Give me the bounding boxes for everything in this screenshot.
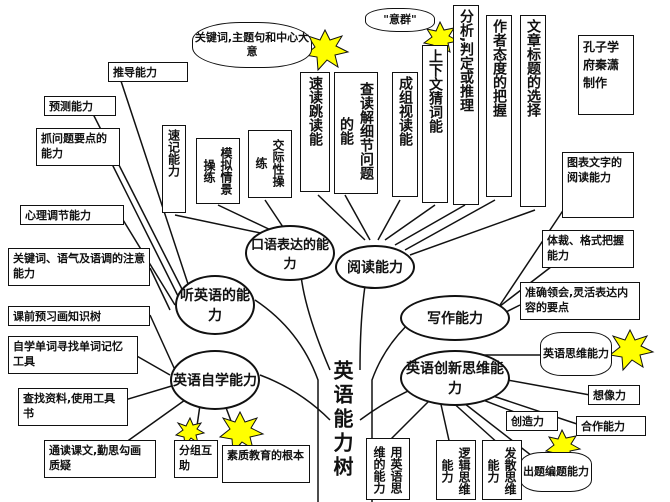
reading-branch-6: 作者态度的把握 bbox=[486, 15, 512, 197]
innovation-branch-5: 出题编题能力 bbox=[520, 452, 592, 492]
selfstudy-branch-2: 自学单词寻找单词记忆工具 bbox=[8, 336, 138, 374]
selfstudy-branch-5: 分组互助 bbox=[174, 440, 218, 478]
center-title: 英语能力树 bbox=[330, 360, 354, 480]
writing-branch-2: 图表文字的阅读能力 bbox=[562, 152, 634, 218]
selfstudy-branch-4: 通读课文,勤思勾画质疑 bbox=[44, 440, 156, 478]
cloud-yiqun: "意群" bbox=[365, 8, 435, 32]
innovation-branch-4: 创造力 bbox=[506, 411, 558, 431]
oval-speaking: 口语表达的能力 bbox=[245, 225, 335, 281]
oval-reading: 阅读能力 bbox=[335, 245, 415, 289]
reading-branch-4: 上下文猜词能 bbox=[422, 45, 448, 203]
oval-innovation: 英语创新思维能力 bbox=[400, 350, 510, 406]
writing-branch-3: 体裁、格式把握能力 bbox=[542, 230, 634, 268]
innovation-branch-8: 用英语思维的能力 bbox=[366, 438, 410, 500]
cloud-keywords: 关键词,主题句和中心大意 bbox=[192, 22, 312, 68]
selfstudy-branch-3: 查找资料,使用工具书 bbox=[18, 388, 128, 426]
oval-selfstudy: 英语自学能力 bbox=[170, 350, 260, 410]
selfstudy-branch-1: 课前预习画知识树 bbox=[8, 306, 150, 326]
innovation-branch-7: 逻辑思维能力 bbox=[436, 440, 476, 500]
reading-branch-7: 文章标题的选择 bbox=[520, 15, 546, 207]
selfstudy-branch-6: 素质教育的根本 bbox=[222, 445, 310, 483]
listening-branch-4: 心理调节能力 bbox=[20, 205, 124, 225]
reading-branch-1: 速读跳读能 bbox=[300, 72, 330, 192]
speaking-branch-3: 交际性操练 bbox=[248, 130, 292, 198]
oval-listening: 听英语的能力 bbox=[175, 275, 255, 335]
listening-branch-1: 推导能力 bbox=[108, 62, 188, 82]
oval-writing: 写作能力 bbox=[400, 295, 510, 341]
listening-branch-2: 预测能力 bbox=[44, 96, 116, 116]
innovation-branch-1: 英语思维能力 bbox=[540, 332, 612, 376]
speaking-branch-2: 模拟情景操练 bbox=[196, 138, 240, 204]
writing-branch-1: 孔子学府秦潇制作 bbox=[578, 35, 634, 115]
reading-branch-2: 查读解细节问题的能 bbox=[334, 72, 378, 194]
speaking-branch-1: 速记能力 bbox=[162, 125, 186, 213]
listening-branch-3: 抓问题要点的能力 bbox=[36, 128, 120, 166]
reading-branch-5: 分析,判定或推理 bbox=[453, 5, 479, 205]
innovation-branch-3: 合作能力 bbox=[576, 416, 646, 436]
innovation-branch-6: 发散思维能力 bbox=[482, 440, 522, 500]
writing-branch-4: 准确领会,灵活表达内容的要点 bbox=[520, 282, 640, 320]
listening-branch-5: 关键词、语气及语调的注意能力 bbox=[8, 248, 150, 286]
reading-branch-3: 成组视读能 bbox=[392, 72, 418, 197]
innovation-branch-2: 想像力 bbox=[588, 385, 640, 405]
